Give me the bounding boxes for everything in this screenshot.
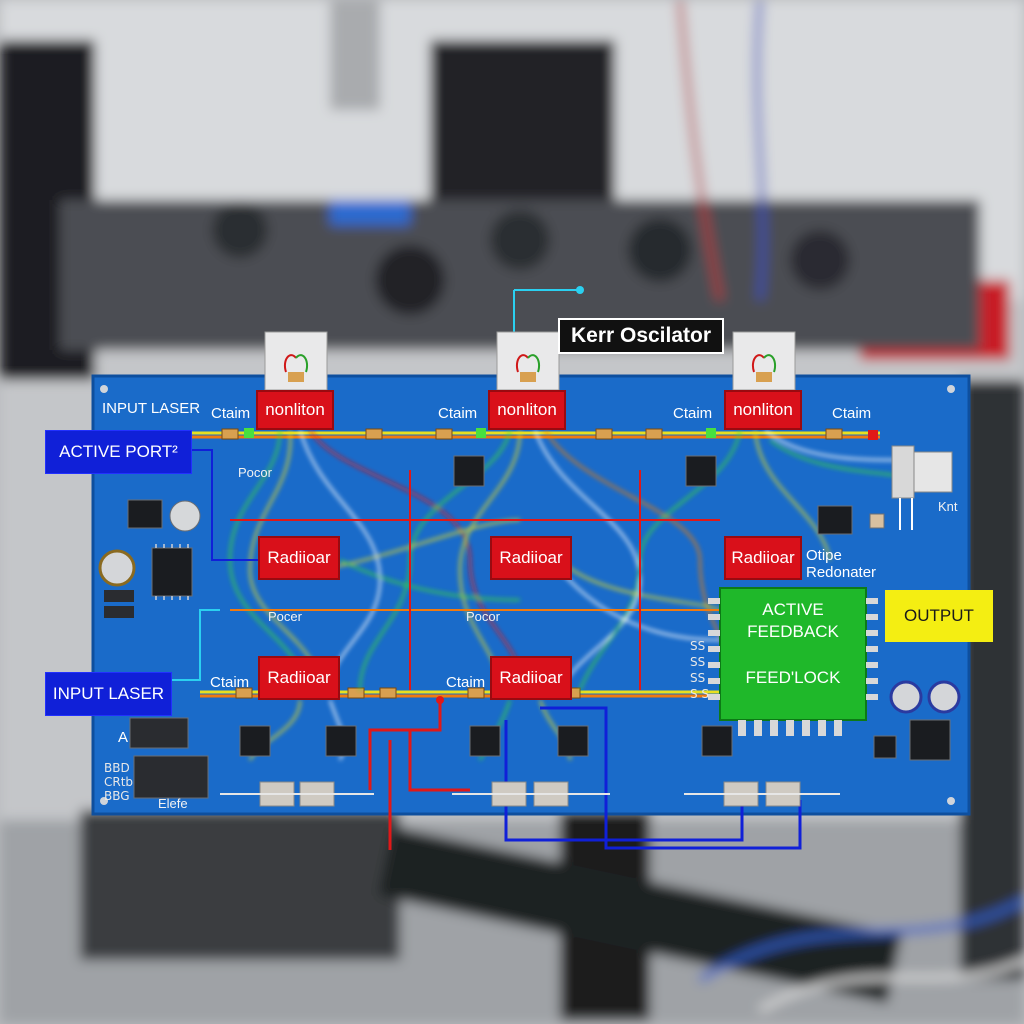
ctaim-label: Ctaim	[673, 405, 713, 422]
chip-pin-label: SS	[690, 639, 706, 653]
resonator-block-3: Radiioar	[724, 536, 802, 580]
leader-dot	[576, 286, 584, 294]
resonator-block-label: Radiioar	[731, 548, 795, 567]
feedback-chip-line3: FEED'LOCK	[745, 668, 841, 687]
crtb-label: CRtb	[104, 775, 134, 789]
input-laser-callout: INPUT LASER	[45, 672, 172, 716]
ctaim-label: Ctaim	[832, 405, 872, 422]
chip-pin-label: SS	[690, 655, 706, 669]
right-connector	[891, 445, 953, 530]
redonater-label: Redonater	[806, 564, 877, 581]
resonator-block-1: Radiioar	[258, 536, 340, 580]
active-port-callout: ACTIVE PORT²	[45, 430, 192, 474]
ic-components	[127, 455, 951, 799]
ctaim-label: Ctaim	[438, 405, 478, 422]
feedback-chip-line1: ACTIVE	[762, 600, 824, 619]
resonator-block-label: Radiioar	[267, 668, 331, 687]
output-label: OUTPUT	[904, 606, 974, 625]
resonator-block-5: Radiioar	[490, 656, 572, 700]
bbd-label: BBD	[104, 761, 130, 775]
input-laser-callout-label: INPUT LASER	[52, 684, 165, 703]
pocer-label: Pocer	[268, 609, 302, 624]
ic-pins	[155, 544, 189, 600]
capacitors	[98, 549, 961, 714]
pocor-label: Pocor	[238, 465, 272, 480]
junction-dot	[436, 696, 444, 704]
otipe-label: Otipe	[806, 547, 842, 564]
nonlinear-block-label: nonliton	[497, 400, 557, 419]
feedback-chip-line2: FEEDBACK	[747, 622, 839, 641]
chip-pin-label: SS	[690, 671, 706, 685]
resonator-block-label: Radiioar	[499, 548, 563, 567]
active-port-label: ACTIVE PORT²	[59, 442, 178, 461]
chip-pin-label: S S	[690, 687, 710, 701]
ctaim-label: Ctaim	[211, 405, 251, 422]
ctaim-label: Ctaim	[210, 674, 250, 691]
a-label: A	[118, 729, 129, 746]
resonator-block-4: Radiioar	[258, 656, 340, 700]
nonlinear-block-2: nonliton	[488, 390, 566, 430]
resonator-block-label: Radiioar	[267, 548, 331, 567]
resonator-block-label: Radiioar	[499, 668, 563, 687]
bbg-label: BBG	[104, 789, 130, 803]
nonlinear-block-1: nonliton	[256, 390, 334, 430]
nonlinear-block-label: nonliton	[733, 400, 793, 419]
resonator-block-2: Radiioar	[490, 536, 572, 580]
kerr-oscillator-callout: Kerr Oscilator	[558, 318, 724, 354]
green-pads	[244, 428, 878, 440]
nonlinear-heads	[264, 331, 796, 391]
crisp-traces	[170, 289, 802, 850]
kerr-oscillator-label: Kerr Oscilator	[570, 324, 712, 347]
nonlinear-block-3: nonliton	[724, 390, 802, 430]
pocor-label: Pocor	[466, 609, 500, 624]
elefe-label: Elefe	[158, 796, 188, 811]
feedback-chip-body	[708, 587, 878, 736]
board-input-laser-label: INPUT LASER	[102, 400, 201, 417]
nonlinear-block-label: nonliton	[265, 400, 325, 419]
knt-label: Knt	[938, 499, 958, 514]
ctaim-label: Ctaim	[446, 674, 486, 691]
output-callout: OUTPUT	[885, 590, 993, 642]
